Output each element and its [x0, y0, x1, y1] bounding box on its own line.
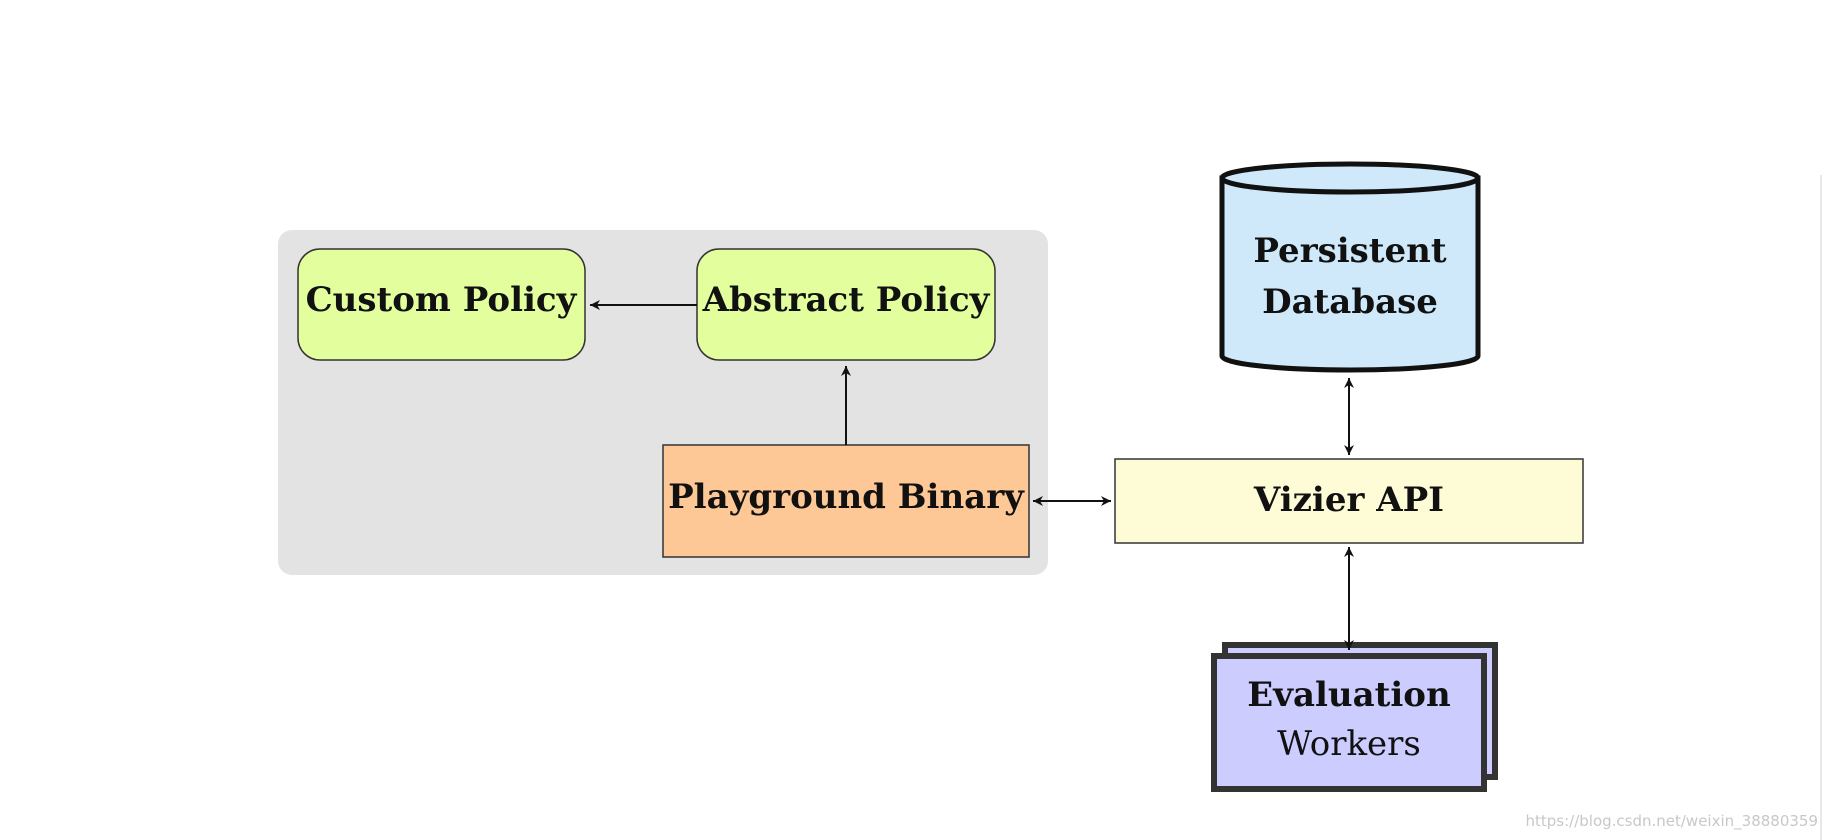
persistent-database-node: Persistent Database: [1219, 161, 1481, 373]
evaluation-workers-front-box: [1211, 653, 1487, 792]
evaluation-workers-label-line2: Workers: [1277, 724, 1421, 764]
custom-policy-label: Custom Policy: [306, 280, 578, 320]
evaluation-workers-node: Evaluation Workers: [1211, 642, 1498, 792]
playground-binary-node: Playground Binary: [662, 444, 1030, 558]
vizier-api-node: Vizier API: [1114, 458, 1584, 544]
persistent-database-label-line2: Database: [1262, 282, 1438, 322]
persistent-database-label-line1: Persistent: [1253, 231, 1446, 271]
custom-policy-node: Custom Policy: [297, 248, 586, 361]
abstract-policy-node: Abstract Policy: [696, 248, 996, 361]
watermark-text: https://blog.csdn.net/weixin_38880359: [1525, 812, 1818, 831]
evaluation-workers-label-line1: Evaluation: [1247, 675, 1450, 715]
playground-binary-label: Playground Binary: [668, 477, 1025, 517]
vizier-api-label: Vizier API: [1253, 480, 1444, 520]
abstract-policy-label: Abstract Policy: [702, 280, 991, 320]
